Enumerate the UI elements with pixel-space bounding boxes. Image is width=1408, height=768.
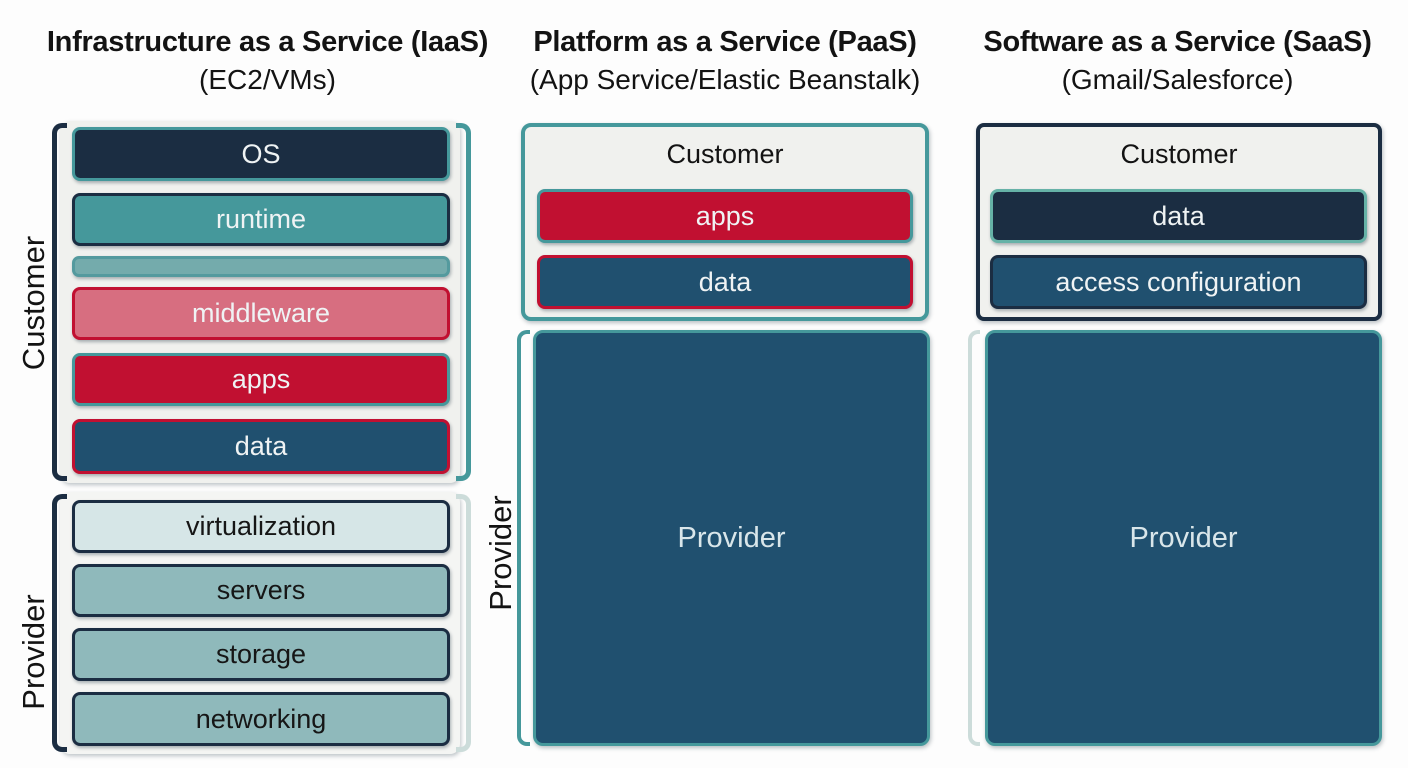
saas-provider-box-label: Provider <box>1129 521 1238 554</box>
saas-provider-box: Provider <box>985 330 1382 746</box>
iaas-box-middleware-label: middleware <box>191 298 331 328</box>
iaas-subtitle: (EC2/VMs) <box>199 64 336 95</box>
iaas-box-data: data <box>72 419 450 474</box>
iaas-box-storage: storage <box>72 628 450 681</box>
paas-customer-heading: Customer <box>666 139 784 169</box>
iaas-box-apps-label: apps <box>231 364 291 394</box>
paas-provider-left-bracket-icon <box>517 330 530 746</box>
paas-box-data: data <box>537 255 913 309</box>
iaas-provider-right-bracket-icon <box>456 494 471 752</box>
iaas-customer-left-bracket-icon <box>52 123 67 481</box>
saas-header: Software as a Service (SaaS) (Gmail/Sale… <box>950 24 1405 98</box>
paas-box-data-label: data <box>698 266 752 297</box>
saas-box-access-configuration: access configuration <box>990 255 1367 309</box>
iaas-box-virtualization-label: virtualization <box>185 511 337 541</box>
iaas-box-data-label: data <box>234 431 288 461</box>
saas-box-data: data <box>990 189 1367 243</box>
paas-provider-box-label: Provider <box>677 521 786 554</box>
paas-box-apps-label: apps <box>695 200 755 231</box>
iaas-title: Infrastructure as a Service (IaaS) <box>46 26 489 58</box>
iaas-customer-right-bracket-icon <box>456 123 471 481</box>
paas-title: Platform as a Service (PaaS) <box>533 26 917 58</box>
iaas-box-os: OS <box>72 127 450 181</box>
paas-subtitle: (App Service/Elastic Beanstalk) <box>529 64 921 95</box>
saas-customer-heading: Customer <box>1120 139 1238 169</box>
iaas-box-storage-label: storage <box>215 639 307 669</box>
iaas-box-os-label: OS <box>241 138 281 169</box>
saas-box-data-label: data <box>1152 200 1205 231</box>
paas-provider-side-label: Provider <box>483 495 518 611</box>
paas-header: Platform as a Service (PaaS) (App Servic… <box>505 24 945 98</box>
iaas-box-runtime-label: runtime <box>215 204 307 234</box>
iaas-customer-side-label: Customer <box>16 235 51 371</box>
saas-box-access-configuration-label: access configuration <box>1055 266 1302 297</box>
iaas-box-networking: networking <box>72 692 450 746</box>
iaas-box-networking-label: networking <box>195 703 327 734</box>
saas-title: Software as a Service (SaaS) <box>983 26 1372 58</box>
saas-subtitle: (Gmail/Salesforce) <box>1061 64 1294 95</box>
paas-box-apps: apps <box>537 189 913 243</box>
saas-provider-left-bracket-icon <box>968 330 980 746</box>
paas-provider-box: Provider <box>533 330 930 746</box>
iaas-box-runtime: runtime <box>72 193 450 246</box>
iaas-box-servers-label: servers <box>216 575 306 605</box>
iaas-thin-teal-bar <box>72 256 450 277</box>
iaas-box-servers: servers <box>72 564 450 617</box>
iaas-provider-left-bracket-icon <box>52 494 67 752</box>
iaas-box-middleware: middleware <box>72 287 450 340</box>
iaas-header: Infrastructure as a Service (IaaS) (EC2/… <box>20 24 515 98</box>
iaas-box-virtualization: virtualization <box>72 500 450 553</box>
iaas-box-apps: apps <box>72 353 450 406</box>
iaas-provider-side-label: Provider <box>16 594 51 710</box>
